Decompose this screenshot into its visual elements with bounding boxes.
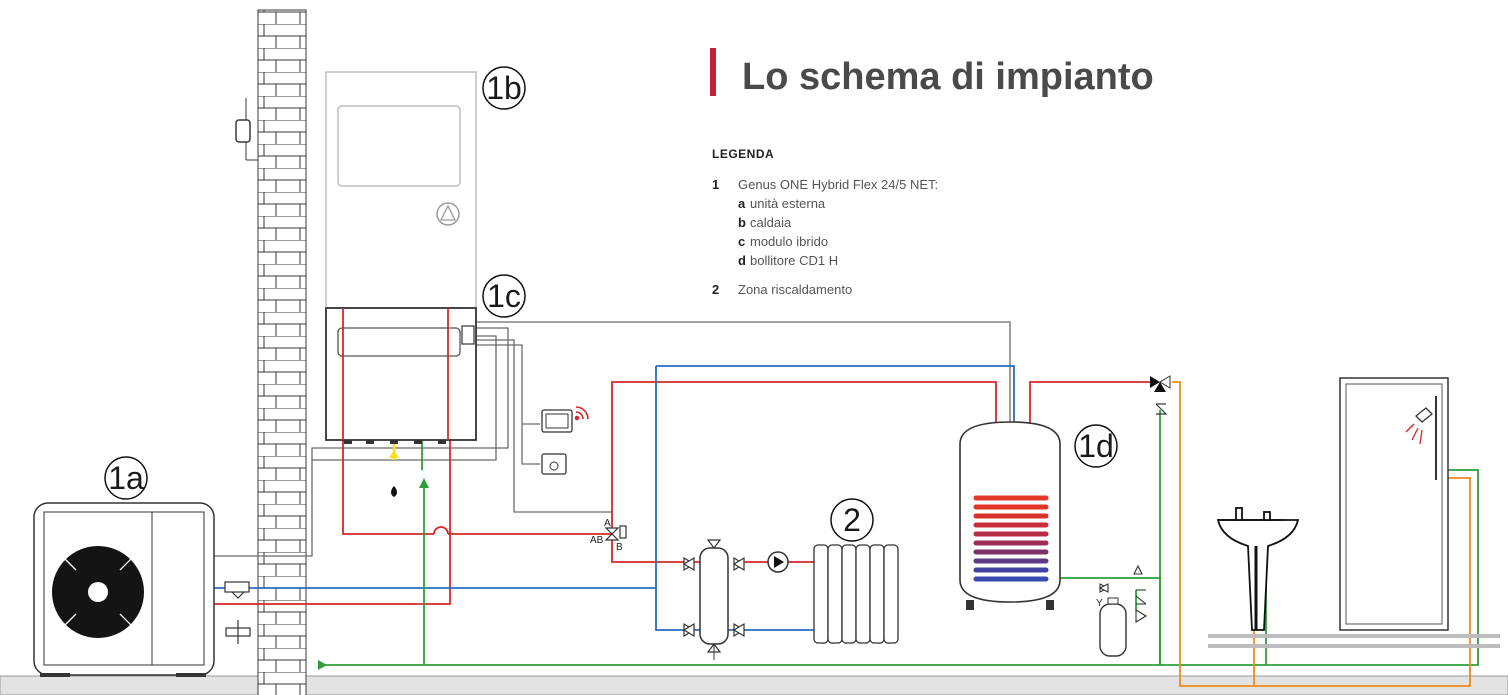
legend-text: Zona riscaldamento xyxy=(738,282,852,297)
legend-key: a xyxy=(738,196,746,211)
floor-strip xyxy=(1208,634,1500,638)
cold-water-pipe xyxy=(318,340,1479,666)
title-accent-bar xyxy=(710,48,716,96)
shower-icon xyxy=(1405,407,1433,445)
floor xyxy=(0,675,1508,695)
diverter-valve xyxy=(604,525,627,541)
flame-icon xyxy=(391,486,397,497)
hybrid-module xyxy=(325,307,477,444)
outdoor-valves xyxy=(224,581,251,644)
svg-text:1b: 1b xyxy=(486,70,522,106)
legend-text: bollitore CD1 H xyxy=(750,253,838,268)
cold-arrow xyxy=(419,478,429,488)
expansion-vessel xyxy=(1099,597,1127,657)
legend-num: 1 xyxy=(712,177,719,192)
tag-1a: 1a xyxy=(104,456,148,500)
boiler xyxy=(325,71,477,309)
shower-box xyxy=(1339,377,1449,631)
mixing-valve xyxy=(1150,375,1171,415)
dhw-cylinder xyxy=(959,421,1061,610)
legend-text: unità esterna xyxy=(750,196,826,211)
control-wiring xyxy=(214,321,1011,557)
hydraulic-separator xyxy=(682,539,746,660)
tag-1b: 1b xyxy=(482,66,526,110)
thermostat-icon xyxy=(541,453,567,475)
svg-text:2: 2 xyxy=(843,502,861,538)
valve-port-ab: AB xyxy=(590,535,604,546)
legend-text: Genus ONE Hybrid Flex 24/5 NET: xyxy=(738,177,938,192)
brick-wall xyxy=(257,9,307,695)
tag-1c: 1c xyxy=(482,274,526,318)
valve-port-b: B xyxy=(616,542,623,553)
tag-1d: 1d xyxy=(1074,424,1118,468)
floor-strip xyxy=(1208,644,1500,648)
outdoor-sensor xyxy=(235,98,258,161)
remote-control xyxy=(541,409,573,433)
svg-text:1d: 1d xyxy=(1078,428,1114,464)
expansion-label: Y xyxy=(1096,598,1103,609)
legend-key: c xyxy=(738,234,745,249)
svg-text:1c: 1c xyxy=(487,278,521,314)
valve-port-a: A xyxy=(604,518,611,529)
washbasin xyxy=(1216,507,1300,631)
legend-key: d xyxy=(738,253,746,268)
legend-text: caldaia xyxy=(750,215,792,230)
outdoor-unit xyxy=(33,502,215,677)
svg-text:1a: 1a xyxy=(108,460,144,496)
gas-arrow xyxy=(389,450,399,458)
safety-group xyxy=(1098,564,1148,623)
legend-list: 1 Genus ONE Hybrid Flex 24/5 NET: a unit… xyxy=(712,177,938,297)
page-title: Lo schema di impianto xyxy=(742,56,1154,98)
wifi-icon xyxy=(574,406,589,421)
cylinder-coil xyxy=(973,495,1049,582)
legend-heading: LEGENDA xyxy=(712,147,774,161)
legend-text: modulo ibrido xyxy=(750,234,828,249)
supply-arrow xyxy=(318,660,327,670)
circulator-pump xyxy=(744,551,820,573)
tag-2: 2 xyxy=(830,498,874,542)
legend-num: 2 xyxy=(712,282,719,297)
legend-key: b xyxy=(738,215,746,230)
radiator xyxy=(813,544,899,644)
